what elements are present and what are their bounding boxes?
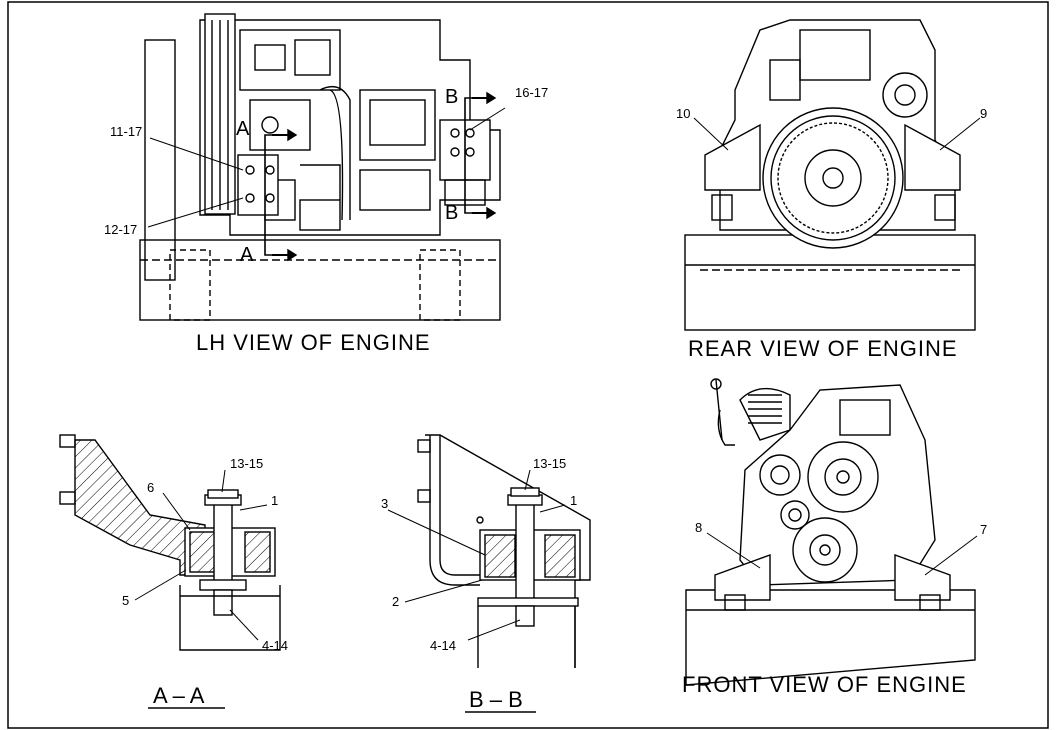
callout-front-8: 8 xyxy=(695,520,703,535)
callout-bb-1: 1 xyxy=(570,493,578,508)
cut-marker-a-top: A xyxy=(236,118,250,140)
callout-rear-10: 10 xyxy=(676,106,691,121)
callout-bb-3: 3 xyxy=(381,496,389,511)
callout-aa-1: 1 xyxy=(271,493,279,508)
section-b-b xyxy=(387,434,591,713)
rear-view-title: REAR VIEW OF ENGINE xyxy=(688,336,958,361)
callout-bb-4-14: 4-14 xyxy=(430,638,457,653)
callout-rear-9: 9 xyxy=(980,106,988,121)
cut-marker-b-top: B xyxy=(445,86,459,108)
section-aa-title: A – A xyxy=(153,683,205,708)
section-a-a xyxy=(59,434,281,709)
front-view-title: FRONT VIEW OF ENGINE xyxy=(682,672,967,697)
callout-aa-13-15: 13-15 xyxy=(230,456,264,471)
callout-lh-16-17: 16-17 xyxy=(515,85,549,100)
rear-engine-view xyxy=(684,19,981,331)
front-engine-view xyxy=(685,378,978,686)
callout-aa-4-14: 4-14 xyxy=(262,638,289,653)
section-bb-title: B – B xyxy=(469,687,523,712)
callout-lh-12-17: 12-17 xyxy=(104,222,138,237)
cut-marker-a-bottom: A xyxy=(240,244,254,266)
outer-border xyxy=(7,1,1049,729)
callout-lh-11-17: 11-17 xyxy=(110,124,143,139)
callout-bb-13-15: 13-15 xyxy=(533,456,567,471)
callout-aa-5: 5 xyxy=(122,593,130,608)
callout-aa-6: 6 xyxy=(147,480,155,495)
cut-marker-b-bottom: B xyxy=(445,202,459,224)
lh-engine-view xyxy=(139,13,506,321)
callout-front-7: 7 xyxy=(980,522,988,537)
callout-bb-2: 2 xyxy=(392,594,400,609)
lh-view-title: LH VIEW OF ENGINE xyxy=(196,330,431,355)
